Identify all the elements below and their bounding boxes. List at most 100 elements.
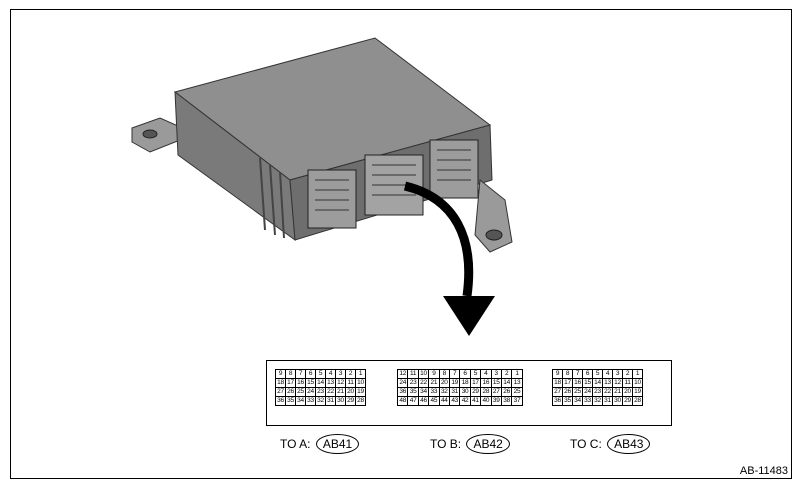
pin-cell: 14 [592,378,603,388]
connector-c-label: TO C: AB43 [570,432,651,455]
pin-cell: 20 [622,387,633,397]
pin-cell: 28 [632,396,643,406]
pin-cell: 10 [355,378,366,388]
connector-b-label: TO B: AB42 [430,432,510,455]
pin-cell: 9 [275,369,286,379]
pin-cell: 3 [490,369,502,379]
pin-cell: 1 [632,369,643,379]
pin-cell: 10 [632,378,643,388]
pin-cell: 36 [396,387,409,397]
pin-cell: 4 [325,369,336,379]
airbag-control-unit-illustration [131,37,513,253]
pin-cell: 15 [582,378,593,388]
pin-cell: 30 [335,396,346,406]
pin-cell: 14 [500,378,513,388]
pin-cell: 20 [345,387,356,397]
pin-cell: 8 [562,369,573,379]
pin-cell: 46 [417,396,430,406]
pin-cell: 18 [275,378,286,388]
pin-cell: 27 [490,387,502,397]
figure-frame [10,9,792,479]
pin-cell: 13 [602,378,613,388]
connector-b-code: AB42 [466,433,510,454]
pin-cell: 9 [428,369,440,379]
pin-cell: 26 [285,387,296,397]
pin-cell: 32 [438,387,450,397]
pin-cell: 30 [459,387,471,397]
pin-cell: 27 [275,387,286,397]
pin-cell: 5 [592,369,603,379]
pin-cell: 33 [582,396,593,406]
pin-cell: 26 [562,387,573,397]
pin-cell: 17 [285,378,296,388]
pin-cell: 18 [459,378,471,388]
pin-cell: 21 [428,378,440,388]
pin-cell: 29 [345,396,356,406]
pin-cell: 2 [500,369,513,379]
pin-cell: 36 [552,396,563,406]
pin-cell: 17 [469,378,482,388]
connector-c-text: TO C: [570,436,602,451]
pin-cell: 23 [592,387,603,397]
pin-cell: 3 [612,369,623,379]
pin-cell: 15 [490,378,502,388]
pin-cell: 31 [325,396,336,406]
pin-cell: 13 [511,378,523,388]
pin-cell: 10 [417,369,430,379]
pin-cell: 26 [500,387,513,397]
pin-cell: 16 [572,378,583,388]
pin-cell: 3 [335,369,346,379]
pin-cell: 47 [407,396,419,406]
pin-cell: 6 [305,369,316,379]
pin-cell: 38 [500,396,513,406]
pin-cell: 44 [438,396,450,406]
pin-cell: 37 [511,396,523,406]
connector-a-code: AB41 [315,433,360,454]
pin-cell: 7 [448,369,461,379]
pin-cell: 16 [295,378,306,388]
connector-b-text: TO B: [430,436,462,451]
pin-cell: 22 [602,387,613,397]
pin-cell: 11 [622,378,633,388]
pin-cell: 32 [592,396,603,406]
pin-cell: 36 [275,396,286,406]
pin-cell: 20 [438,378,450,388]
pin-cell: 8 [438,369,450,379]
pin-cell: 18 [552,378,563,388]
pin-cell: 24 [582,387,593,397]
pin-cell: 25 [295,387,306,397]
pin-cell: 12 [612,378,623,388]
pin-cell: 27 [552,387,563,397]
pin-cell: 23 [407,378,419,388]
pin-cell: 5 [315,369,326,379]
connector-a-text: TO A: [280,436,311,451]
pin-cell: 31 [448,387,461,397]
pin-cell: 25 [511,387,523,397]
pin-cell: 24 [305,387,316,397]
pin-cell: 22 [417,378,430,388]
pin-cell: 1 [355,369,366,379]
pin-cell: 6 [582,369,593,379]
pin-cell: 28 [355,396,366,406]
pin-cell: 43 [448,396,461,406]
pin-cell: 19 [355,387,366,397]
pin-cell: 9 [552,369,563,379]
pin-cell: 7 [572,369,583,379]
pin-cell: 4 [602,369,613,379]
pin-cell: 19 [632,387,643,397]
pin-cell: 12 [396,369,409,379]
pin-cell: 13 [325,378,336,388]
pin-cell: 1 [511,369,523,379]
pin-cell: 34 [417,387,430,397]
pin-cell: 4 [480,369,492,379]
pin-cell: 5 [469,369,482,379]
